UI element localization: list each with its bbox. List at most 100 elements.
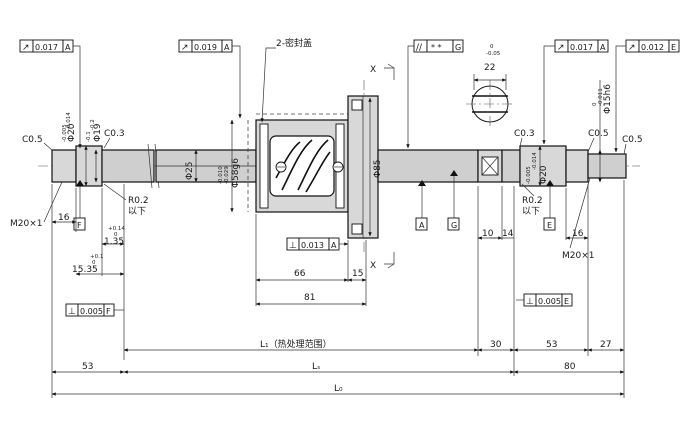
thread-right: M20×1 bbox=[562, 251, 594, 261]
svg-text:30: 30 bbox=[490, 340, 502, 350]
svg-text:1.35: 1.35 bbox=[104, 237, 124, 247]
svg-text:A: A bbox=[600, 43, 606, 52]
fcf-right-runout: ↗ 0.017 A bbox=[542, 39, 609, 145]
svg-text:F: F bbox=[106, 307, 111, 316]
dim-nut-body: 66 bbox=[255, 269, 349, 282]
dia-flange-85: Φ85 bbox=[368, 97, 383, 237]
dia-left-20: Φ20 -0.005 -0.014 bbox=[62, 112, 88, 187]
dim-row-3: L₀ bbox=[51, 384, 625, 396]
dia-right-20: Φ20 -0.005 -0.014 bbox=[526, 145, 549, 187]
svg-text:0.012: 0.012 bbox=[641, 43, 664, 52]
dim-row-2: 53 Lₛ 80 bbox=[51, 362, 625, 374]
fcf-left-runout: ↗ 0.017 A bbox=[19, 39, 82, 149]
svg-text:0.005: 0.005 bbox=[538, 297, 561, 306]
svg-text:-0.029: -0.029 bbox=[224, 166, 230, 184]
runout-symbol-icon: ↗ bbox=[22, 43, 30, 53]
svg-text:0: 0 bbox=[114, 232, 118, 238]
svg-text:0.017: 0.017 bbox=[35, 43, 58, 52]
chamfer-left-end: C0.5 bbox=[22, 135, 43, 145]
perpendicularity-symbol-icon: ⊥ bbox=[289, 241, 297, 251]
svg-text:A: A bbox=[331, 241, 337, 250]
svg-text:10: 10 bbox=[482, 229, 494, 239]
dim-groove: 1.35 +0.14 0 bbox=[101, 226, 125, 247]
fcf-flange-perp: ⊥ 0.013 A bbox=[286, 237, 349, 251]
datum-g: G bbox=[447, 170, 460, 231]
dim-left-thread: 16 bbox=[51, 213, 77, 224]
svg-text:27: 27 bbox=[600, 340, 611, 350]
svg-text:E: E bbox=[547, 221, 552, 230]
thread-left: M20×1 bbox=[10, 219, 42, 229]
svg-text:Φ25: Φ25 bbox=[185, 161, 195, 180]
svg-text:81: 81 bbox=[304, 293, 315, 303]
dia-left-19: Φ19 -0.1 -0.2 bbox=[86, 119, 103, 183]
key-section: 22 0 -0.05 bbox=[466, 44, 514, 128]
svg-text:66: 66 bbox=[294, 269, 306, 279]
dia-nut-58: Φ58g6 -0.010 -0.029 bbox=[218, 119, 241, 213]
dim-step: 15.35 +0.1 0 bbox=[72, 254, 125, 276]
svg-text:A: A bbox=[65, 43, 71, 52]
radius-left-note: 以下 bbox=[128, 207, 146, 217]
svg-text:0.005: 0.005 bbox=[80, 307, 103, 316]
svg-text:0.019: 0.019 bbox=[194, 43, 217, 52]
left-shaft bbox=[51, 143, 257, 189]
radius-left: R0.2 bbox=[128, 196, 149, 206]
flange bbox=[347, 95, 379, 239]
svg-text:F: F bbox=[77, 221, 82, 230]
runout-symbol-icon: ↗ bbox=[181, 43, 189, 53]
chamfer-right-end: C0.5 bbox=[622, 135, 643, 145]
fcf-nut-runout: ↗ 0.019 A bbox=[178, 39, 242, 119]
svg-text:+0.1: +0.1 bbox=[90, 254, 103, 260]
svg-text:80: 80 bbox=[564, 362, 576, 372]
chamfer-right-step: C0.3 bbox=[514, 129, 535, 139]
svg-text:0.013: 0.013 bbox=[301, 241, 324, 250]
svg-text:A: A bbox=[224, 43, 230, 52]
chamfer-left-step: C0.3 bbox=[104, 129, 125, 139]
svg-text:E: E bbox=[671, 43, 676, 52]
section-mark-top: X bbox=[370, 65, 376, 75]
svg-text:Φ20: Φ20 bbox=[539, 165, 549, 184]
dim-row-1: L₁（热处理范围） 30 53 27 bbox=[123, 338, 625, 352]
svg-text:A: A bbox=[419, 221, 425, 230]
dia-right-15: Φ15h6 0 -0.011 bbox=[592, 80, 613, 183]
key-width-tol-bottom: -0.05 bbox=[486, 51, 501, 57]
svg-text:L₁（热处理范围）: L₁（热处理范围） bbox=[260, 338, 332, 350]
key-width-tol-top: 0 bbox=[490, 44, 494, 50]
section-mark-bottom: X bbox=[370, 261, 376, 271]
svg-text:-0.1: -0.1 bbox=[86, 131, 92, 142]
dia-nut-25: Φ25 bbox=[185, 149, 198, 183]
perpendicularity-symbol-icon: ⊥ bbox=[526, 297, 534, 307]
svg-text:16: 16 bbox=[572, 229, 584, 239]
svg-text:16: 16 bbox=[58, 213, 70, 223]
dim-nut-total: 81 bbox=[255, 293, 367, 306]
key-width-main: 22 bbox=[484, 63, 495, 73]
svg-text:-0.014: -0.014 bbox=[532, 152, 538, 170]
svg-text:14: 14 bbox=[502, 229, 514, 239]
svg-text:-0.011: -0.011 bbox=[598, 88, 604, 106]
datum-f: F bbox=[73, 180, 86, 231]
svg-text:Φ85: Φ85 bbox=[373, 159, 383, 178]
dim-right-thread: 16 bbox=[565, 229, 589, 240]
svg-text:15: 15 bbox=[352, 269, 363, 279]
svg-text:+0.14: +0.14 bbox=[108, 226, 125, 232]
fcf-right-perp: ⊥ 0.005 E bbox=[516, 293, 573, 307]
svg-text:-0.010: -0.010 bbox=[218, 166, 224, 184]
nut-body bbox=[247, 113, 349, 213]
svg-text:-0.005: -0.005 bbox=[526, 166, 532, 184]
datum-e: E bbox=[543, 180, 556, 231]
radius-right-note: 以下 bbox=[522, 207, 540, 217]
svg-text:Φ58g6: Φ58g6 bbox=[231, 158, 241, 188]
svg-text:Φ20: Φ20 bbox=[67, 123, 77, 142]
svg-text:15.35: 15.35 bbox=[72, 265, 98, 275]
fcf-right-end-runout: ↗ 0.012 E bbox=[614, 39, 680, 153]
fcf-left-perp: ⊥ 0.005 F bbox=[65, 303, 124, 317]
svg-text:0: 0 bbox=[92, 260, 96, 266]
svg-text:* *: * * bbox=[431, 43, 442, 52]
fcf-parallelism: // * * G bbox=[406, 39, 464, 149]
svg-text:-0.005: -0.005 bbox=[62, 124, 68, 142]
extension-lines bbox=[51, 180, 625, 398]
runout-symbol-icon: ↗ bbox=[628, 43, 636, 53]
svg-text:0.017: 0.017 bbox=[570, 43, 593, 52]
svg-text:53: 53 bbox=[82, 362, 93, 372]
svg-text:Φ19: Φ19 bbox=[93, 123, 103, 142]
